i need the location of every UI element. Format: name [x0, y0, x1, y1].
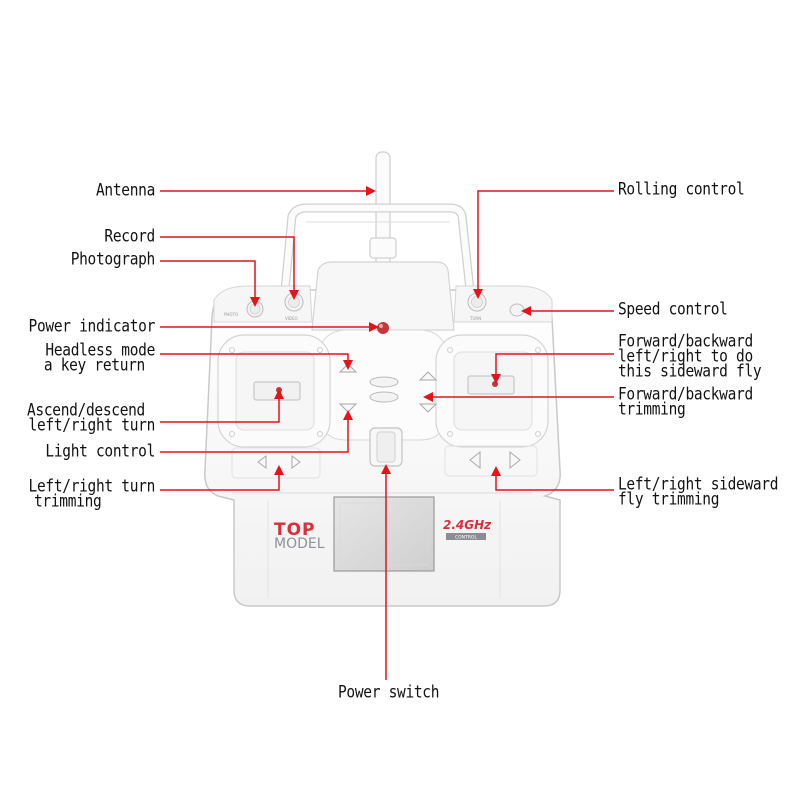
- label-record: Record: [104, 227, 155, 247]
- label-ascend-descend-2: left/right turn: [28, 416, 156, 436]
- label-speed-control: Speed control: [618, 300, 728, 320]
- brand-top: TOP: [274, 520, 316, 540]
- label-power-switch: Power switch: [338, 683, 440, 703]
- frequency-label: 2.4GHz: [443, 518, 492, 532]
- label-fwd-back-fly-1: Forward/backward: [618, 332, 753, 352]
- label-fwd-back-fly-3: this sideward fly: [618, 362, 762, 382]
- label-power-indicator: Power indicator: [28, 317, 156, 337]
- lcd-screen-icon: [333, 496, 435, 572]
- right-gimbal-icon: [435, 334, 549, 448]
- frequency-sub: CONTROL: [455, 535, 477, 541]
- label-lr-turn-trimming-2: trimming: [34, 492, 102, 512]
- video-button-label: VIDEO: [285, 316, 298, 321]
- label-headless-mode-1: Headless mode: [45, 341, 155, 361]
- label-lr-sideward-trim-2: fly trimming: [618, 490, 720, 510]
- speed-button: [509, 303, 525, 317]
- label-fwd-back-fly-2: left/right to do: [618, 347, 753, 367]
- label-antenna: Antenna: [95, 181, 155, 201]
- label-lr-turn-trimming-1: Left/right turn: [28, 477, 156, 497]
- photo-button-label: PHOTO: [224, 312, 238, 317]
- photo-button: [246, 300, 264, 318]
- left-gimbal-icon: [217, 334, 331, 448]
- center-buttons: [369, 376, 399, 403]
- label-rolling-control: Rolling control: [618, 180, 745, 200]
- turn-button-label: TURN: [469, 316, 481, 321]
- label-ascend-descend-1: Ascend/descend: [26, 401, 145, 421]
- power-switch-icon: [369, 427, 403, 467]
- leader-lines: [160, 190, 614, 680]
- trim-arrow-icon: [257, 363, 521, 470]
- label-fwd-back-trim-1: Forward/backward: [618, 385, 753, 405]
- brand-model: MODEL: [274, 536, 325, 552]
- video-button: [284, 292, 304, 312]
- label-light-control: Light control: [45, 442, 155, 462]
- power-led-icon: [377, 322, 389, 334]
- label-photograph: Photograph: [70, 250, 156, 270]
- label-lr-sideward-trim-1: Left/right sideward: [618, 475, 779, 495]
- label-headless-mode-2: a key return: [43, 356, 145, 376]
- label-fwd-back-trim-2: trimming: [618, 400, 686, 420]
- frequency-badge: [446, 533, 486, 540]
- carry-handle: [280, 203, 475, 291]
- leader-arrowheads: [250, 186, 531, 476]
- turn-button: [467, 292, 487, 312]
